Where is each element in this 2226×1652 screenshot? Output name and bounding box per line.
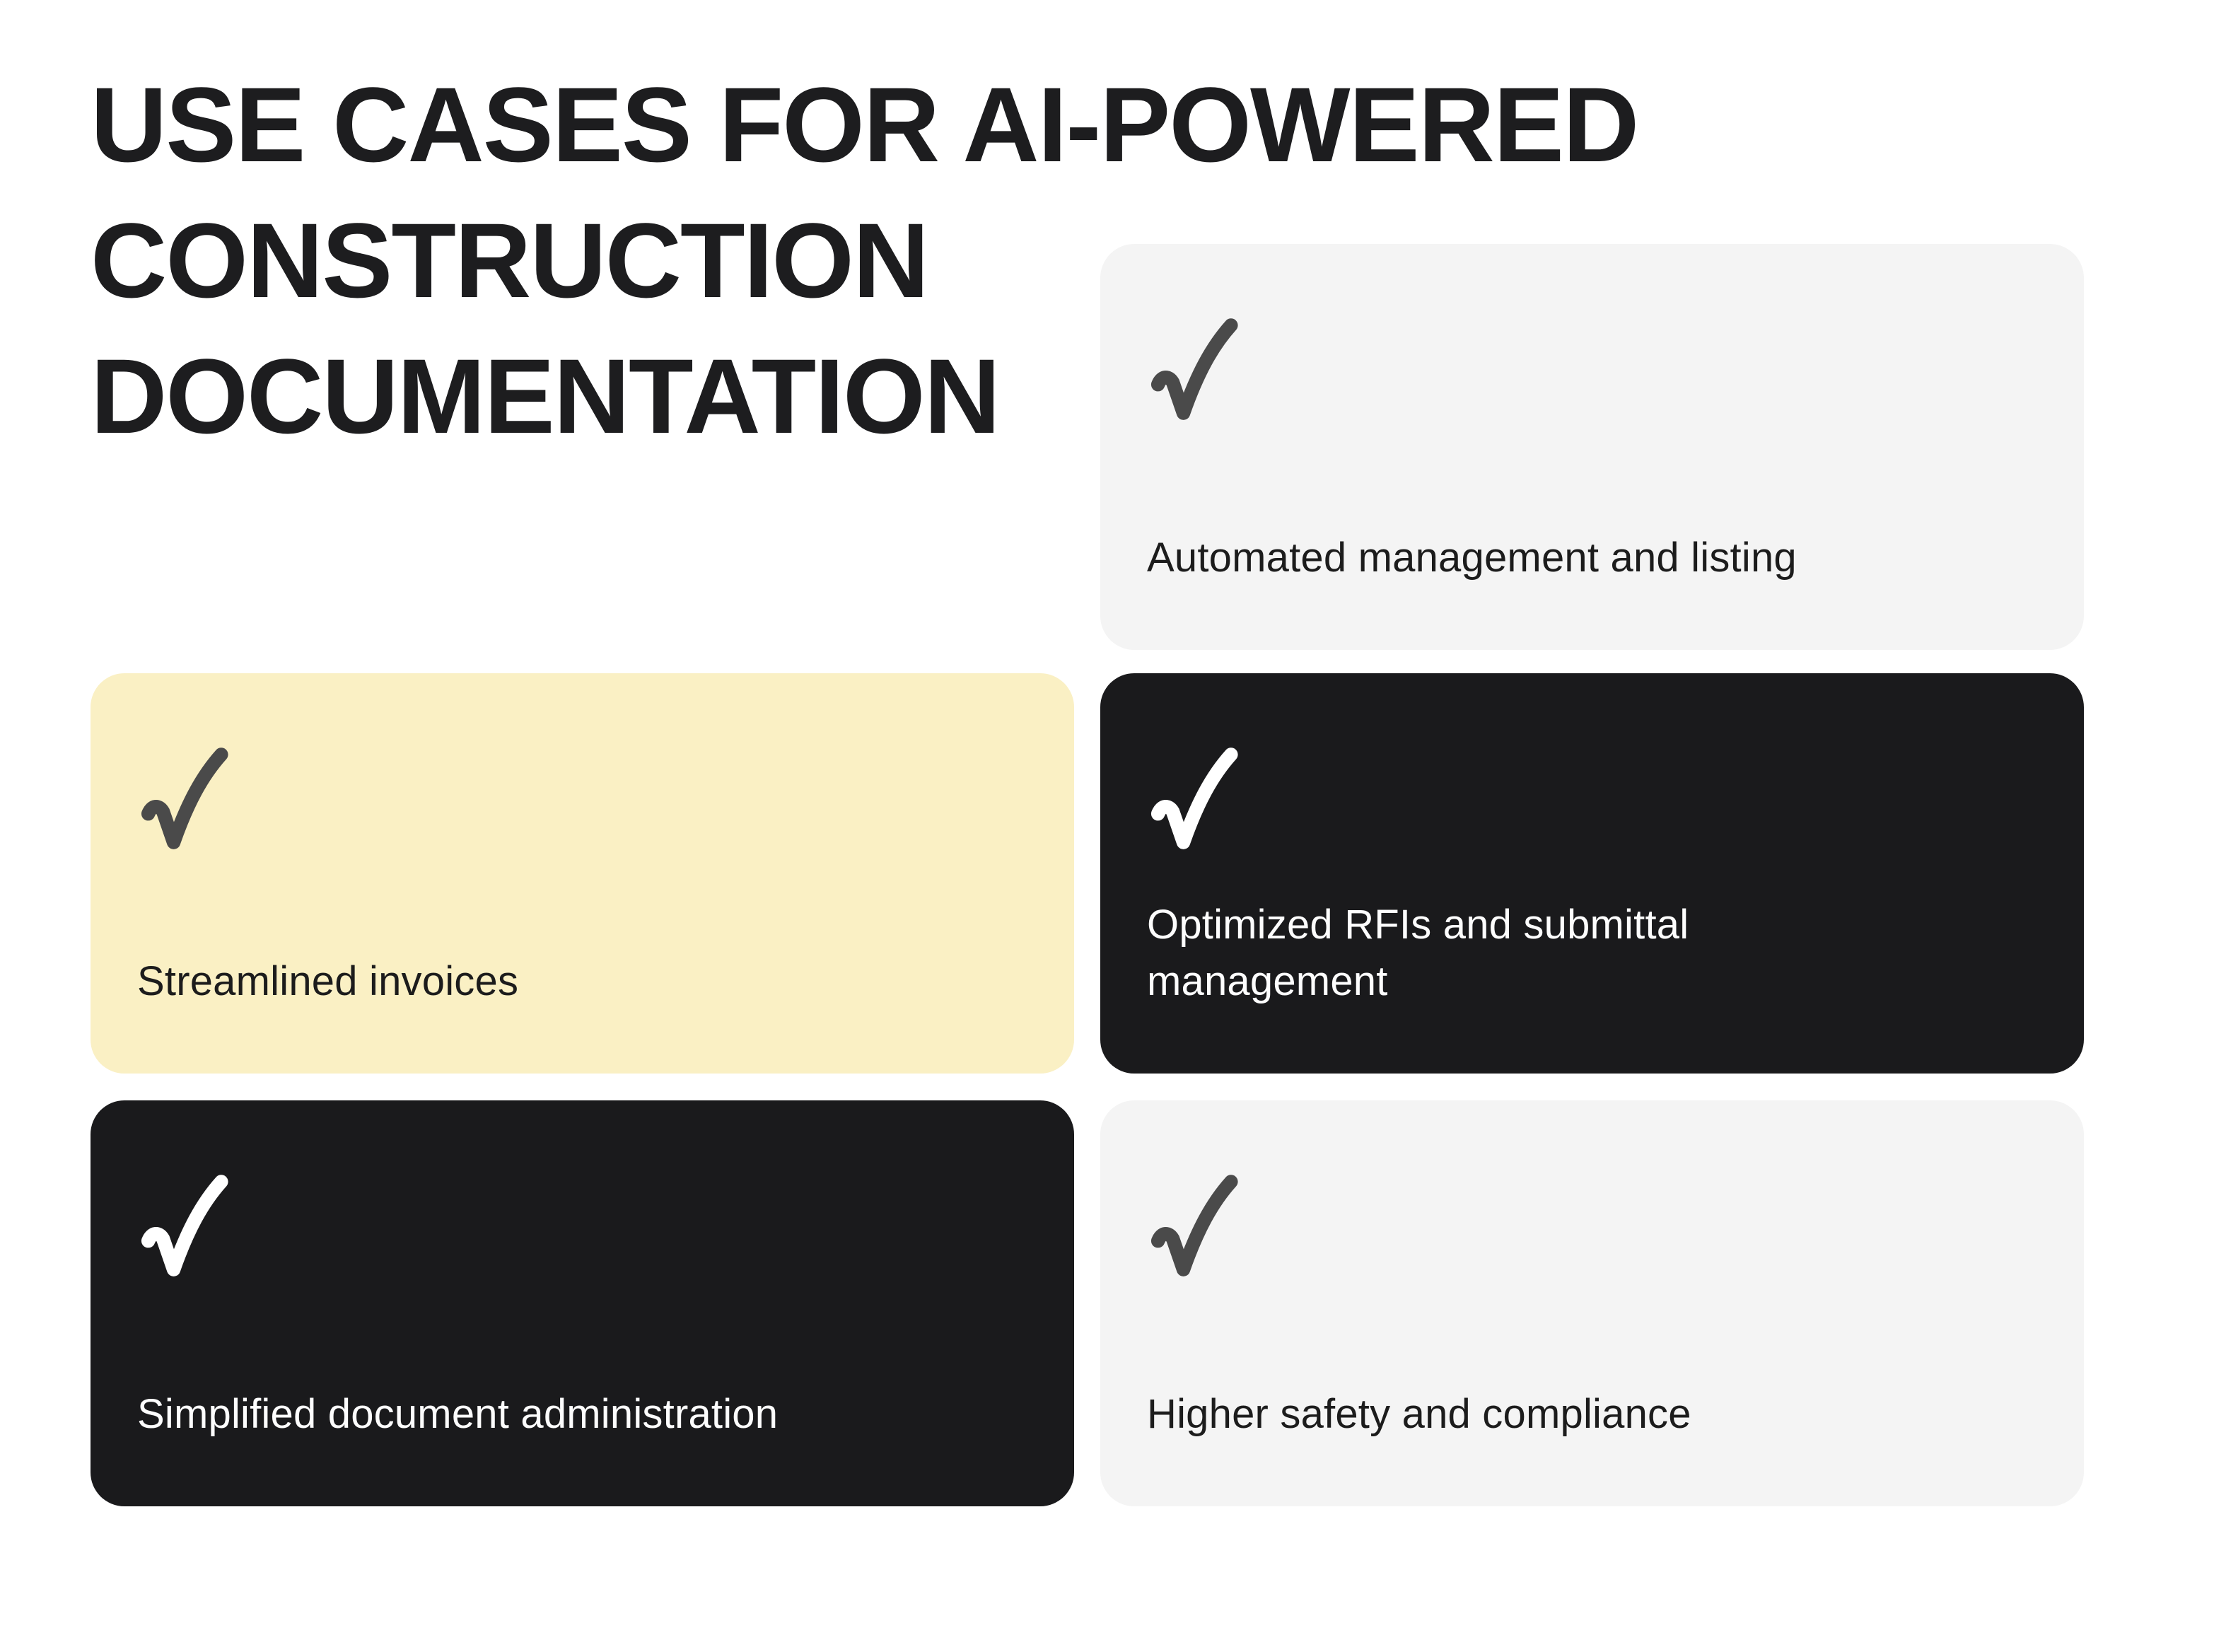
check-icon bbox=[134, 744, 240, 866]
card-higher-safety-compliance: Higher safety and compliance bbox=[1100, 1100, 2084, 1506]
card-label: Streamlined invoices bbox=[137, 958, 519, 1004]
card-label: Optimized RFIs and submittal management bbox=[1147, 901, 1689, 1004]
page-title-line-2: CONSTRUCTION bbox=[91, 201, 929, 320]
card-streamlined-invoices: Streamlined invoices bbox=[91, 673, 1074, 1074]
check-icon bbox=[1144, 315, 1250, 436]
card-label: Automated management and listing bbox=[1147, 534, 1797, 581]
check-icon bbox=[1144, 744, 1250, 866]
page-title-line-1: USE CASES FOR AI-POWERED bbox=[91, 65, 1639, 184]
page-title: USE CASES FOR AI-POWERED CONSTRUCTION DO… bbox=[91, 57, 1639, 464]
card-optimized-rfis: Optimized RFIs and submittal management bbox=[1100, 673, 2084, 1074]
card-label: Simplified document administration bbox=[137, 1390, 779, 1437]
page-title-line-3: DOCUMENTATION bbox=[91, 337, 1001, 455]
card-automated-management: Automated management and listing bbox=[1100, 244, 2084, 650]
card-simplified-document-administration: Simplified document administration bbox=[91, 1100, 1074, 1506]
check-icon bbox=[1144, 1171, 1250, 1293]
check-icon bbox=[134, 1171, 240, 1293]
card-label: Higher safety and compliance bbox=[1147, 1390, 1691, 1437]
